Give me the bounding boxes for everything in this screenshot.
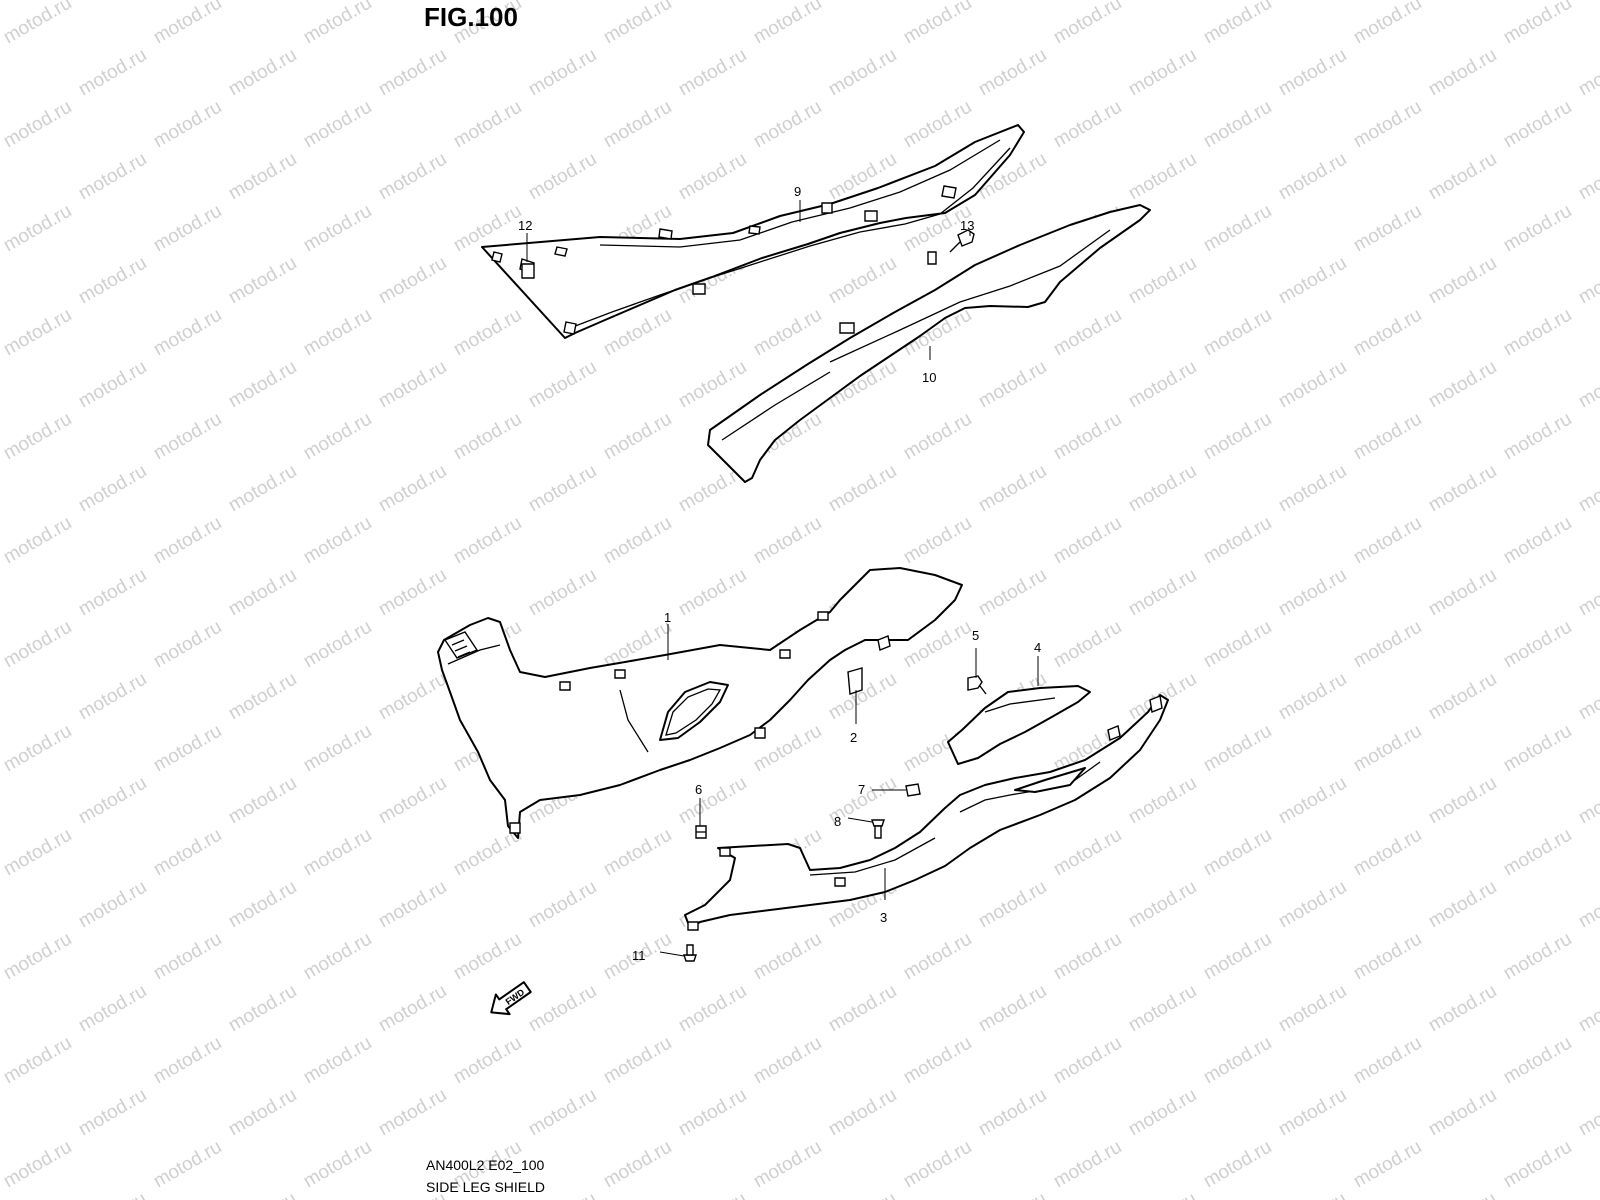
figure-name: SIDE LEG SHIELD bbox=[426, 1179, 546, 1195]
part-1-leg-shield[interactable] bbox=[437, 567, 963, 839]
callout-1: 1 bbox=[664, 610, 671, 625]
part-6-clip[interactable] bbox=[695, 825, 707, 839]
leader-lines bbox=[526, 200, 1039, 957]
figure-caption: AN400L2 E02_100 SIDE LEG SHIELD bbox=[426, 1154, 545, 1198]
part-8-fastener[interactable] bbox=[871, 819, 885, 839]
fwd-arrow-icon: FWD bbox=[490, 981, 532, 1016]
callout-7: 7 bbox=[858, 782, 865, 797]
callout-10: 10 bbox=[922, 370, 936, 385]
part-3-floor-panel[interactable] bbox=[684, 694, 1169, 931]
part-5-screw[interactable] bbox=[967, 675, 987, 695]
part-11-fastener[interactable] bbox=[683, 944, 697, 962]
callout-9: 9 bbox=[794, 184, 801, 199]
part-10-outer-panel[interactable] bbox=[707, 204, 1151, 483]
part-12-clip[interactable] bbox=[521, 263, 535, 279]
part-2-bracket[interactable] bbox=[847, 667, 863, 695]
part-7-clip[interactable] bbox=[905, 783, 921, 797]
callout-3: 3 bbox=[880, 910, 887, 925]
callout-6: 6 bbox=[695, 782, 702, 797]
callout-13: 13 bbox=[960, 218, 974, 233]
figure-code: AN400L2 E02_100 bbox=[426, 1157, 545, 1173]
callout-5: 5 bbox=[972, 628, 979, 643]
callout-2: 2 bbox=[850, 730, 857, 745]
part-4-cover[interactable] bbox=[947, 685, 1091, 765]
callout-11: 11 bbox=[632, 948, 646, 963]
callout-4: 4 bbox=[1034, 640, 1041, 655]
callout-8: 8 bbox=[834, 814, 841, 829]
part-9-inner-panel[interactable] bbox=[481, 124, 1025, 339]
figure-title: FIG.100 bbox=[424, 2, 518, 32]
callout-12: 12 bbox=[518, 218, 532, 233]
